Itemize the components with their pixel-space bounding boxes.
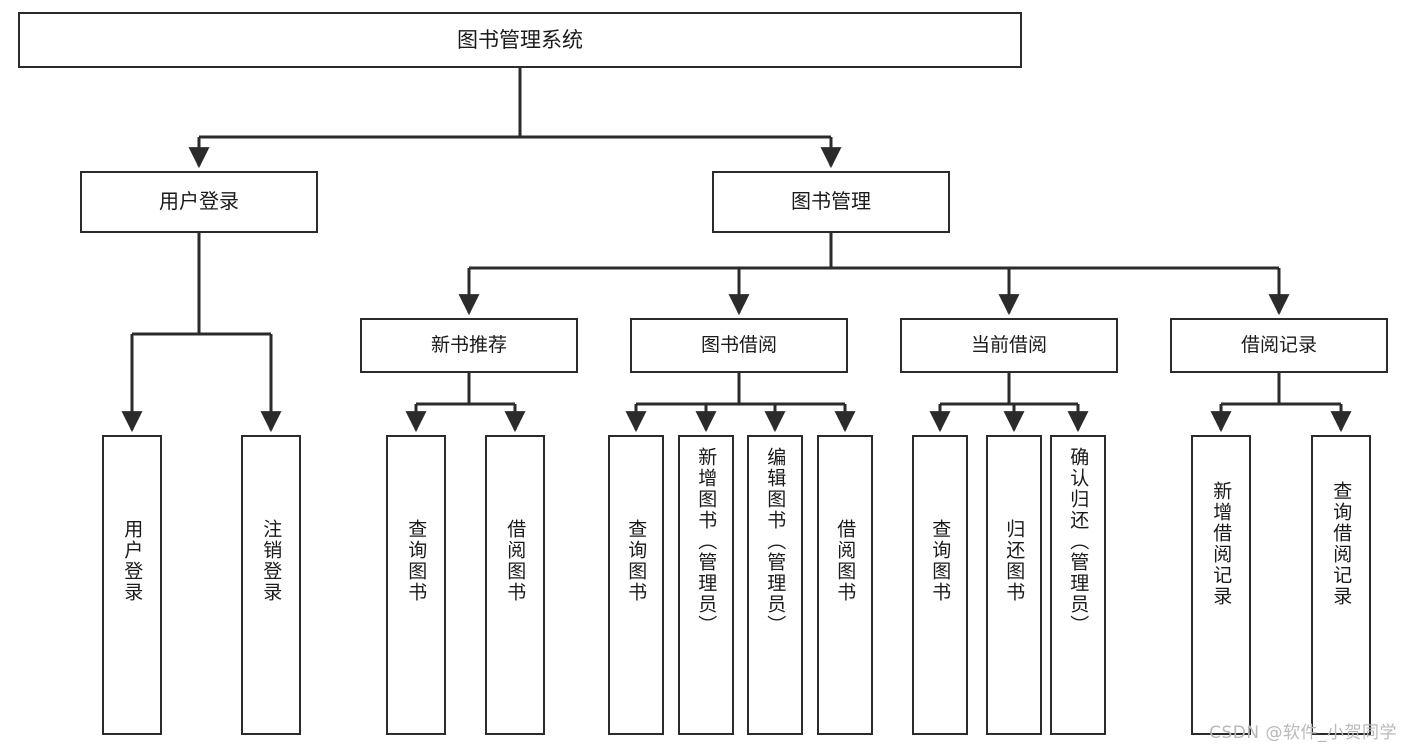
leaf-confirm-return-admin-label: 确认归还（管理员） [1067,447,1090,636]
leaf-add-borrow-record-label: 新增借阅记录 [1210,481,1233,607]
leaf-query-book-current-label: 查询图书 [929,519,952,603]
leaf-add-book-admin[interactable]: 新增图书（管理员） [678,435,734,735]
leaf-logout-label: 注销登录 [260,519,283,603]
node-book-management-label: 图书管理 [791,189,871,214]
node-user-login-label: 用户登录 [159,189,239,214]
leaf-edit-book-admin[interactable]: 编辑图书（管理员） [747,435,803,735]
leaf-borrow-book-newbook[interactable]: 借阅图书 [485,435,545,735]
node-borrow-record-label: 借阅记录 [1240,334,1317,357]
leaf-user-login[interactable]: 用户登录 [102,435,162,735]
leaf-query-book-borrow-label: 查询图书 [625,519,648,603]
node-book-management[interactable]: 图书管理 [712,171,950,233]
leaf-return-book-label: 归还图书 [1003,519,1026,603]
node-current-borrow[interactable]: 当前借阅 [900,318,1118,373]
leaf-confirm-return-admin[interactable]: 确认归还（管理员） [1050,435,1106,735]
node-new-book-recommend[interactable]: 新书推荐 [360,318,578,373]
node-user-login[interactable]: 用户登录 [80,171,318,233]
leaf-user-login-label: 用户登录 [121,519,144,603]
leaf-borrow-book-newbook-label: 借阅图书 [504,519,527,603]
leaf-query-book-current[interactable]: 查询图书 [912,435,968,735]
leaf-return-book[interactable]: 归还图书 [986,435,1042,735]
leaf-edit-book-admin-label: 编辑图书（管理员） [764,447,787,636]
leaf-query-book-newbook-label: 查询图书 [405,519,428,603]
node-current-borrow-label: 当前借阅 [970,334,1047,357]
node-book-borrow-label: 图书借阅 [700,334,777,357]
leaf-borrow-book[interactable]: 借阅图书 [817,435,873,735]
leaf-query-borrow-record[interactable]: 查询借阅记录 [1311,435,1371,735]
leaf-query-book-newbook[interactable]: 查询图书 [386,435,446,735]
leaf-add-borrow-record[interactable]: 新增借阅记录 [1191,435,1251,735]
node-new-book-recommend-label: 新书推荐 [430,334,507,357]
watermark: CSDN @软件_小贺同学 [1209,723,1397,743]
node-root-label: 图书管理系统 [457,27,583,52]
leaf-borrow-book-label: 借阅图书 [834,519,857,603]
node-borrow-record[interactable]: 借阅记录 [1170,318,1388,373]
leaf-query-book-borrow[interactable]: 查询图书 [608,435,664,735]
leaf-logout[interactable]: 注销登录 [241,435,301,735]
node-root[interactable]: 图书管理系统 [18,12,1022,68]
leaf-query-borrow-record-label: 查询借阅记录 [1330,481,1353,607]
node-book-borrow[interactable]: 图书借阅 [630,318,848,373]
leaf-add-book-admin-label: 新增图书（管理员） [695,447,718,636]
